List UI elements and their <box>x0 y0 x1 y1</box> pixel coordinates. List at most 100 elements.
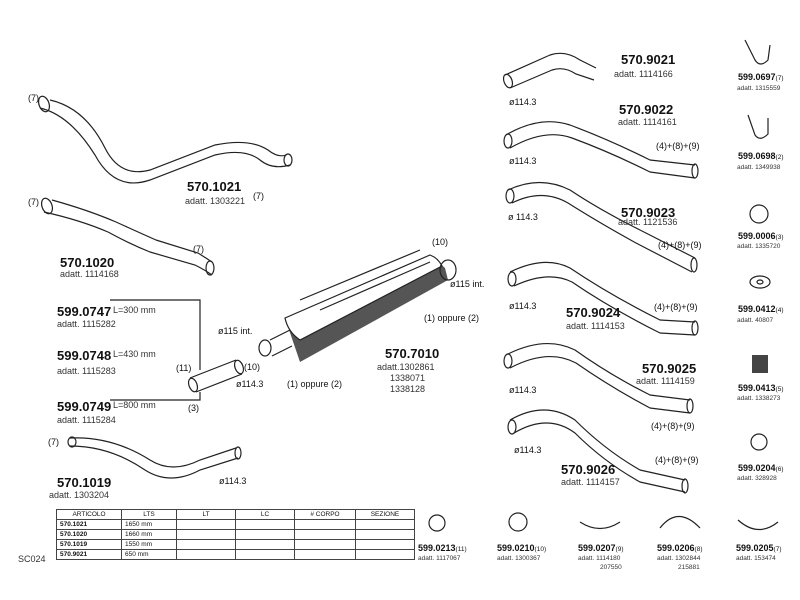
table-cell <box>294 539 356 550</box>
sleeve-length: L=800 mm <box>113 400 156 410</box>
fitting-adatt: adatt. 1302844 <box>657 555 701 562</box>
callout-4-8-9: (4)+(8)+(9) <box>656 141 700 151</box>
fitting-code: 599.0697(7) <box>738 72 784 82</box>
diameter-label: ø114.3 <box>219 476 247 486</box>
fitting-code: 599.0205(7) <box>736 543 782 553</box>
sleeve-pipe <box>187 359 245 393</box>
pipe-adatt: adatt. 1121536 <box>618 217 678 227</box>
diameter-label: ø114.3 <box>514 445 542 455</box>
bracket-icon <box>659 515 701 529</box>
diameter-label: ø114.3 <box>509 97 537 107</box>
pipe-570-9024 <box>507 261 699 336</box>
pipe-570-9026 <box>507 409 689 494</box>
table-cell <box>235 529 295 540</box>
table-cell: 1660 mm <box>121 529 177 540</box>
muffler-adatt: 1338128 <box>390 384 426 394</box>
sleeve-length: L=300 mm <box>113 305 156 315</box>
sleeve-bracket <box>110 299 201 401</box>
table-cell <box>235 539 295 550</box>
parts-table: ARTICOLO LTS LT LC # CORPO SEZIONE 570.1… <box>56 509 415 560</box>
fitting-adatt: adatt. 1300367 <box>497 555 541 562</box>
pipe-code: 570.1019 <box>57 475 112 490</box>
table-cell: 570.1020 <box>56 529 122 540</box>
pipe-code: 570.1021 <box>187 179 242 194</box>
table-cell <box>176 529 236 540</box>
pipe-code: 570.9022 <box>619 102 674 117</box>
table-cell: 570.1019 <box>56 539 122 550</box>
pipe-adatt: adatt. 1303204 <box>49 490 110 500</box>
pipe-570-1021 <box>37 95 293 184</box>
fitting-code: 599.0006(3) <box>738 231 784 241</box>
callout-7: (7) <box>28 93 39 103</box>
pipe-code: 570.9025 <box>642 361 697 376</box>
diameter-label: ø114.3 <box>509 301 537 311</box>
fitting-adatt: adatt. 40807 <box>737 317 774 324</box>
fitting-adatt: 215881 <box>678 564 700 571</box>
fitting-code: 599.0204(6) <box>738 463 784 473</box>
rubber-mount-icon <box>749 275 771 289</box>
callout-3: (3) <box>188 403 199 413</box>
table-cell <box>355 529 415 540</box>
fitting-code: 599.0207(9) <box>578 543 624 553</box>
fitting-code: 599.0206(8) <box>657 543 703 553</box>
muffler-outlet-ref: (10) <box>432 237 449 247</box>
hanger-icon <box>747 114 769 139</box>
bracket-icon <box>579 521 621 530</box>
table-cell: 570.9021 <box>56 549 122 560</box>
table-row: 570.1020 1660 mm <box>56 529 415 540</box>
callout-7: (7) <box>28 197 39 207</box>
callout-4-8-9: (4)+(8)+(9) <box>655 455 699 465</box>
table-cell <box>176 549 236 560</box>
pipe-570-9023 <box>505 181 698 273</box>
diameter-label: ø114.3 <box>509 156 537 166</box>
fitting-adatt: 207550 <box>600 564 622 571</box>
muffler-adatt: adatt.1302861 <box>377 362 435 372</box>
callout-4-8-9: (4)+(8)+(9) <box>658 240 702 250</box>
muffler-code: 570.7010 <box>385 346 440 361</box>
diameter-label: ø114.3 <box>509 385 537 395</box>
fitting-adatt: adatt. 1315559 <box>737 85 781 92</box>
table-cell <box>294 519 356 530</box>
pipe-570-9025 <box>503 342 694 414</box>
pipe-adatt: adatt. 1114166 <box>614 69 673 79</box>
pipe-570-9022 <box>503 121 699 179</box>
table-header: ARTICOLO <box>56 509 122 520</box>
fitting-adatt: adatt. 1349938 <box>737 164 781 171</box>
table-header: LC <box>235 509 295 520</box>
fitting-code: 599.0698(2) <box>738 151 784 161</box>
pipe-adatt: adatt. 1114161 <box>618 117 677 127</box>
fitting-adatt: adatt. 1117067 <box>418 555 461 562</box>
table-header: LTS <box>121 509 177 520</box>
pipe-adatt: adatt. 1114168 <box>60 269 119 279</box>
table-cell: 650 mm <box>121 549 177 560</box>
table-cell <box>235 549 295 560</box>
mount-block-icon <box>752 355 768 373</box>
table-cell <box>235 519 295 530</box>
muffler-570-7010 <box>258 249 457 362</box>
table-cell <box>355 549 415 560</box>
table-cell <box>355 539 415 550</box>
table-cell: 1650 mm <box>121 519 177 530</box>
clamp-icon <box>508 512 528 532</box>
sleeve-adatt: adatt. 1115282 <box>57 319 116 329</box>
sleeve-code: 599.0749 <box>57 399 112 414</box>
callout-4-8-9: (4)+(8)+(9) <box>651 421 695 431</box>
clamp-icon <box>749 204 769 224</box>
table-header: # CORPO <box>294 509 356 520</box>
table-header: SEZIONE <box>355 509 415 520</box>
muffler-note-left: (1) oppure (2) <box>287 379 343 389</box>
pipe-adatt: adatt. 1114159 <box>636 376 695 386</box>
diameter-label: ø 114.3 <box>508 212 538 222</box>
pipe-570-9021 <box>502 52 597 89</box>
clamp-icon <box>428 514 446 532</box>
pipe-code: 570.9021 <box>621 52 676 67</box>
pipe-570-1019 <box>67 436 242 479</box>
pipe-code: 570.9024 <box>566 305 621 320</box>
sleeve-code: 599.0748 <box>57 348 112 363</box>
table-cell <box>176 539 236 550</box>
table-cell <box>176 519 236 530</box>
callout-11: (11) <box>176 363 192 373</box>
sleeve-code: 599.0747 <box>57 304 112 319</box>
table-cell: 1550 mm <box>121 539 177 550</box>
sleeve-adatt: adatt. 1115284 <box>57 415 116 425</box>
